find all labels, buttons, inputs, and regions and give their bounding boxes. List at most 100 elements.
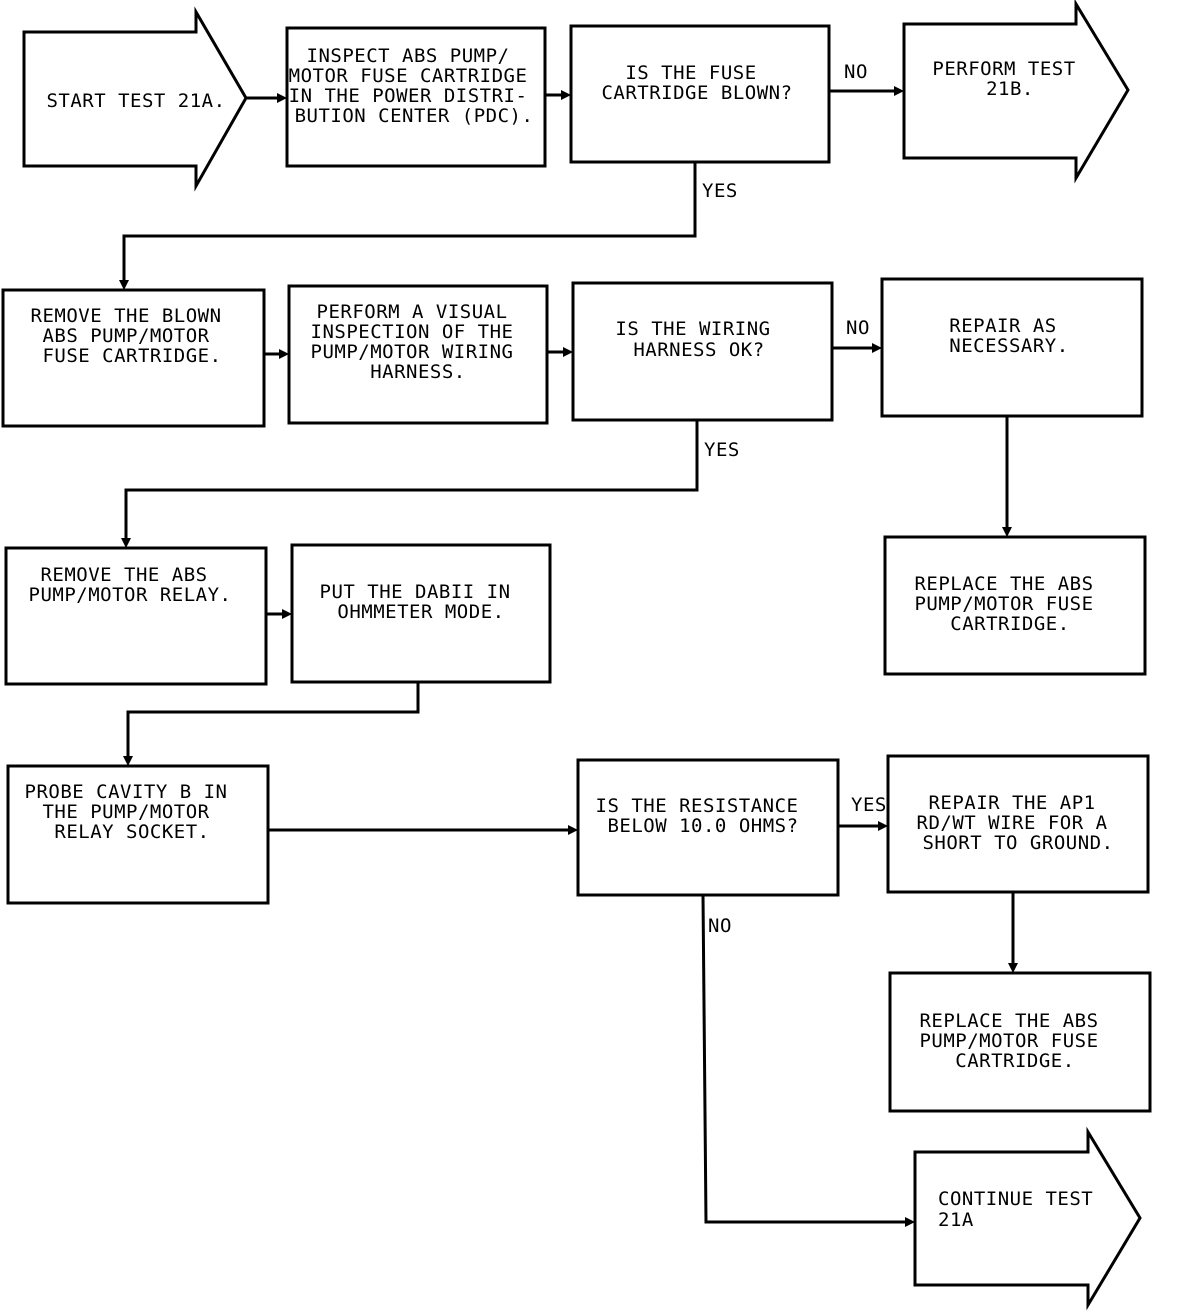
node-replace-fuse-1: REPLACE THE ABS PUMP/MOTOR FUSE CARTRIDG… (883, 535, 1147, 676)
node-visual-inspection-line: INSPECTION OF THE (311, 321, 514, 343)
node-remove-blown-line: ABS PUMP/MOTOR (42, 325, 209, 347)
node-dabii-mode-line: OHMMETER MODE. (337, 601, 504, 623)
node-probe-cavity-line: THE PUMP/MOTOR (42, 801, 209, 823)
node-fuse-blown: IS THE FUSE CARTRIDGE BLOWN? (569, 24, 831, 164)
node-resistance-below-line: IS THE RESISTANCE (596, 795, 799, 817)
node-inspect-fuse-shape (285, 26, 547, 168)
edge-label-yes: YES (704, 439, 740, 461)
node-continue-21a-line: CONTINUE TEST (938, 1188, 1093, 1210)
edge-resistance-below-to-continue-21a: NO (701, 894, 915, 1227)
node-remove-relay-line: REMOVE THE ABS (40, 564, 207, 586)
node-remove-relay: REMOVE THE ABS PUMP/MOTOR RELAY. (4, 546, 268, 686)
edge-resistance-below-to-repair-wire: YES (838, 794, 888, 831)
edge-fuse-blown-to-perform-21b: NO (829, 61, 904, 96)
node-probe-cavity-line: RELAY SOCKET. (54, 821, 209, 843)
node-inspect-fuse-line: IN THE POWER DISTRI- (289, 85, 528, 107)
node-continue-21a-line: 21A (938, 1209, 974, 1231)
node-start: START TEST 21A. (22, 6, 248, 192)
edge-start-to-inspect-fuse (246, 93, 287, 103)
node-probe-cavity-text: PROBE CAVITY B IN THE PUMP/MOTOR RELAY S… (25, 781, 240, 843)
node-visual-inspection: PERFORM A VISUAL INSPECTION OF THE PUMP/… (287, 284, 549, 425)
edge-wiring-ok-to-remove-relay: YES (121, 420, 740, 548)
edge-label-yes: YES (702, 180, 738, 202)
node-continue-21a-shape (913, 1126, 1142, 1311)
node-replace-fuse-1-shape (883, 535, 1147, 676)
node-wiring-ok-text: IS THE WIRING HARNESS OK? (615, 318, 782, 361)
node-dabii-mode: PUT THE DABII IN OHMMETER MODE. (290, 543, 552, 684)
node-dabii-mode-line: PUT THE DABII IN (320, 581, 511, 603)
node-remove-blown-text: REMOVE THE BLOWN ABS PUMP/MOTOR FUSE CAR… (31, 305, 234, 367)
node-continue-21a-text: CONTINUE TEST 21A (938, 1188, 1105, 1231)
node-repair-wire: REPAIR THE AP1 RD/WT WIRE FOR A SHORT TO… (886, 754, 1150, 894)
node-visual-inspection-line: HARNESS. (370, 361, 466, 383)
node-fuse-blown-line: IS THE FUSE (625, 62, 756, 84)
node-dabii-mode-text: PUT THE DABII IN OHMMETER MODE. (320, 581, 523, 623)
node-visual-inspection-shape (287, 284, 549, 425)
node-repair-necessary-line: REPAIR AS (949, 315, 1056, 337)
node-visual-inspection-line: PERFORM A VISUAL (317, 301, 508, 323)
node-resistance-below: IS THE RESISTANCE BELOW 10.0 OHMS? (576, 758, 840, 897)
node-remove-blown-line: REMOVE THE BLOWN (31, 305, 222, 327)
node-replace-fuse-1-line: PUMP/MOTOR FUSE (914, 593, 1093, 615)
node-replace-fuse-2-line: CARTRIDGE. (955, 1050, 1074, 1072)
edge-visual-inspection-to-wiring-ok (547, 347, 573, 357)
node-wiring-ok-line: IS THE WIRING (615, 318, 770, 340)
node-visual-inspection-text: PERFORM A VISUAL INSPECTION OF THE PUMP/… (311, 301, 526, 383)
node-inspect-fuse-line: MOTOR FUSE CARTRIDGE (289, 65, 528, 87)
node-replace-fuse-2-text: REPLACE THE ABS PUMP/MOTOR FUSE CARTRIDG… (919, 1010, 1110, 1072)
node-repair-wire-text: REPAIR THE AP1 RD/WT WIRE FOR A SHORT TO… (917, 792, 1120, 854)
node-inspect-fuse-line: BUTION CENTER (PDC). (295, 105, 534, 127)
edge-repair-wire-to-replace-fuse-2 (1008, 892, 1018, 973)
node-repair-necessary-shape (880, 277, 1144, 418)
node-remove-relay-shape (4, 546, 268, 686)
node-repair-wire-shape (886, 754, 1150, 894)
edge-label-yes: YES (851, 794, 887, 816)
node-perform-21b-line: 21B. (986, 78, 1034, 100)
node-repair-wire-line: RD/WT WIRE FOR A (917, 812, 1108, 834)
node-replace-fuse-2: REPLACE THE ABS PUMP/MOTOR FUSE CARTRIDG… (888, 971, 1152, 1113)
node-replace-fuse-1-line: REPLACE THE ABS (914, 573, 1093, 595)
node-dabii-mode-shape (290, 543, 552, 684)
edge-label-no: NO (846, 317, 870, 339)
node-visual-inspection-line: PUMP/MOTOR WIRING (311, 341, 514, 363)
node-wiring-ok: IS THE WIRING HARNESS OK? (571, 281, 834, 422)
edge-probe-cavity-to-resistance-below (268, 825, 578, 835)
node-replace-fuse-2-shape (888, 971, 1152, 1113)
node-inspect-fuse-text: INSPECT ABS PUMP/ MOTOR FUSE CARTRIDGE I… (289, 45, 540, 127)
node-start-line: START TEST 21A. (46, 90, 225, 112)
node-replace-fuse-1-text: REPLACE THE ABS PUMP/MOTOR FUSE CARTRIDG… (914, 573, 1105, 635)
edge-label-no: NO (708, 915, 732, 937)
node-remove-blown-shape (1, 288, 266, 428)
node-repair-necessary-line: NECESSARY. (949, 335, 1068, 357)
edge-inspect-fuse-to-fuse-blown (545, 90, 571, 100)
node-resistance-below-text: IS THE RESISTANCE BELOW 10.0 OHMS? (596, 795, 811, 837)
node-inspect-fuse-line: INSPECT ABS PUMP/ (307, 45, 510, 67)
node-perform-21b: PERFORM TEST 21B. (902, 0, 1130, 184)
node-repair-wire-line: REPAIR THE AP1 (928, 792, 1095, 814)
node-repair-necessary: REPAIR AS NECESSARY. (880, 277, 1144, 418)
node-perform-21b-text: PERFORM TEST 21B. (932, 58, 1087, 100)
node-start-text: START TEST 21A. (46, 90, 225, 112)
node-perform-21b-line: PERFORM TEST (932, 58, 1075, 80)
node-remove-relay-text: REMOVE THE ABS PUMP/MOTOR RELAY. (29, 564, 232, 606)
edge-remove-blown-to-visual-inspection (264, 349, 289, 359)
node-replace-fuse-1-line: CARTRIDGE. (950, 613, 1069, 635)
edge-repair-necessary-to-replace-fuse-1 (1002, 416, 1012, 537)
node-remove-blown: REMOVE THE BLOWN ABS PUMP/MOTOR FUSE CAR… (1, 288, 266, 428)
node-replace-fuse-2-line: PUMP/MOTOR FUSE (919, 1030, 1098, 1052)
node-repair-wire-line: SHORT TO GROUND. (922, 832, 1113, 854)
node-fuse-blown-line: CARTRIDGE BLOWN? (601, 82, 792, 104)
edge-label-no: NO (844, 61, 868, 83)
node-start-shape (22, 6, 248, 192)
node-remove-relay-line: PUMP/MOTOR RELAY. (29, 584, 232, 606)
node-replace-fuse-2-line: REPLACE THE ABS (919, 1010, 1098, 1032)
node-probe-cavity-shape (6, 764, 270, 905)
node-probe-cavity: PROBE CAVITY B IN THE PUMP/MOTOR RELAY S… (6, 764, 270, 905)
node-resistance-below-line: BELOW 10.0 OHMS? (607, 815, 798, 837)
node-resistance-below-shape (576, 758, 840, 897)
node-wiring-ok-shape (571, 281, 834, 422)
node-fuse-blown-shape (569, 24, 831, 164)
node-remove-blown-line: FUSE CARTRIDGE. (42, 345, 221, 367)
node-repair-necessary-text: REPAIR AS NECESSARY. (949, 315, 1068, 357)
